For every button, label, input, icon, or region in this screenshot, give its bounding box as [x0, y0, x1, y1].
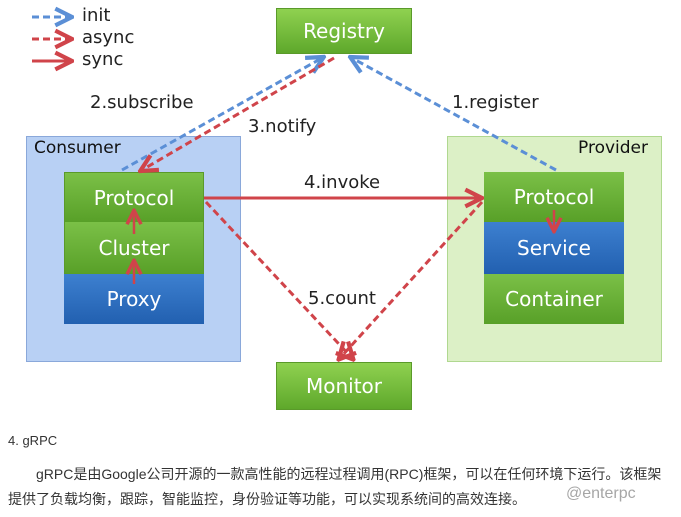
- grpc-paragraph: gRPC是由Google公司开源的一款高性能的远程过程调用(RPC)框架，可以在…: [8, 466, 662, 507]
- invoke-label: 4.invoke: [304, 172, 381, 193]
- count-label: 5.count: [308, 288, 376, 309]
- count-arrow-consumer: [204, 200, 352, 358]
- register-arrow: [352, 58, 557, 172]
- subscribe-label: 2.subscribe: [90, 92, 194, 113]
- arrows-layer: [32, 0, 681, 420]
- dubbo-architecture-diagram: Consumer Provider Registry Monitor Proto…: [26, 0, 681, 420]
- consumer-proxy-node: Proxy: [64, 274, 204, 324]
- provider-title: Provider: [578, 138, 648, 158]
- notify-label: 3.notify: [248, 116, 317, 137]
- legend-sync-label: sync: [82, 49, 124, 70]
- registry-node: Registry: [276, 8, 412, 54]
- consumer-title: Consumer: [34, 138, 121, 158]
- legend-init-label: init: [82, 5, 111, 26]
- monitor-node: Monitor: [276, 362, 412, 410]
- register-label: 1.register: [452, 92, 539, 113]
- subscribe-arrow: [121, 58, 322, 172]
- legend-async-label: async: [82, 27, 135, 48]
- provider-container-node: Container: [484, 274, 624, 324]
- notify-arrow: [142, 56, 335, 170]
- section-heading: 4. gRPC: [8, 433, 58, 448]
- watermark-text: @enterpc: [566, 485, 636, 502]
- count-arrow-provider: [340, 200, 484, 358]
